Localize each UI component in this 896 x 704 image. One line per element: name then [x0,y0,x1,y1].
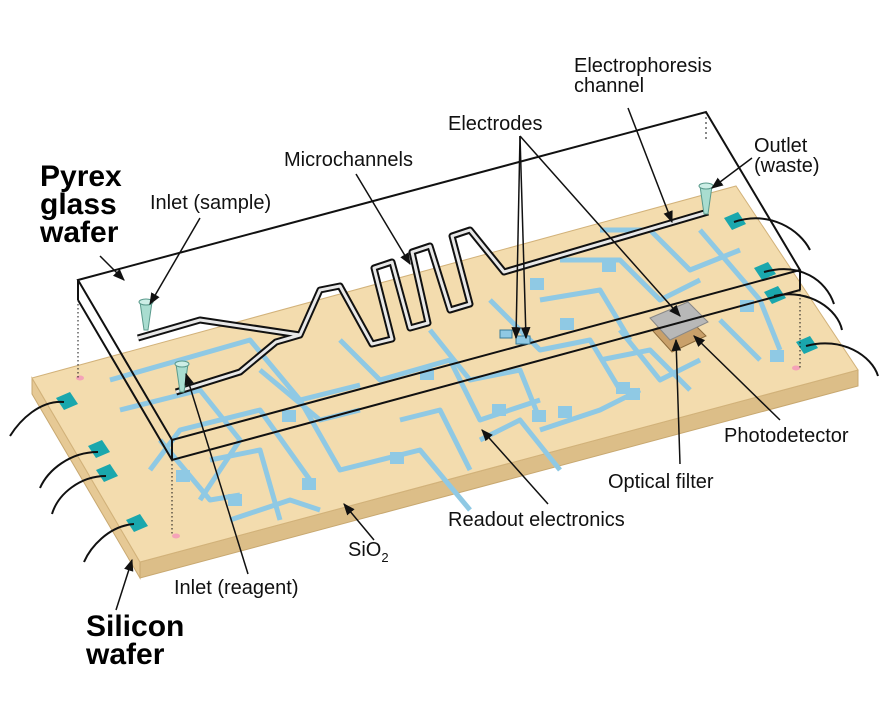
leader-outlet [711,157,753,189]
leader-inlet-reagent [184,372,249,575]
label-electrodes: Electrodes [448,113,543,135]
label-electrophoresis-1: Electrophoresis [574,55,712,77]
leader-readout [481,429,549,505]
leader-electrodes-3 [519,135,681,317]
microchannel-network [137,208,709,396]
leader-pyrex [99,255,125,281]
label-inlet-sample: Inlet (sample) [150,192,271,214]
silicon-wafer-top [31,185,859,563]
inlet-sample-port [138,298,154,331]
label-inlet-reagent: Inlet (reagent) [174,577,299,599]
leader-sio2 [343,503,375,541]
leader-electrophoresis [627,107,673,224]
leader-photodetector [693,335,781,421]
label-sio2-main: SiO [348,539,381,561]
leader-microchannels [355,173,411,266]
label-pyrex-1: Pyrex [40,160,122,193]
label-microchannels: Microchannels [284,149,413,171]
label-photodetector: Photodetector [724,425,849,447]
label-sio2: SiO2 [348,539,389,565]
label-outlet-1: Outlet [754,135,808,157]
label-optical-filter: Optical filter [608,471,714,493]
alignment-marks [76,365,800,539]
label-silicon-1: Silicon [86,610,184,643]
leader-lines [99,107,781,611]
leader-electrodes-1 [519,135,531,340]
diagram-labels: Pyrex glass wafer Inlet (sample) Microch… [39,55,849,671]
label-pyrex-2: glass [40,188,117,221]
label-sio2-subscript: 2 [381,550,388,565]
trace-contact-pads [176,260,784,506]
label-outlet-2: (waste) [754,155,820,177]
leader-inlet-sample [149,217,201,306]
leader-silicon [115,558,134,611]
label-readout-electronics: Readout electronics [448,509,625,531]
label-silicon-2: wafer [85,638,165,671]
label-electrophoresis-2: channel [574,75,644,97]
leader-optical-filter [671,338,682,465]
label-pyrex-3: wafer [39,216,119,249]
guide-lines [77,290,801,536]
silicon-wafer [31,185,859,580]
leader-electrodes-2 [511,135,522,340]
outlet-waste-port [698,182,714,215]
